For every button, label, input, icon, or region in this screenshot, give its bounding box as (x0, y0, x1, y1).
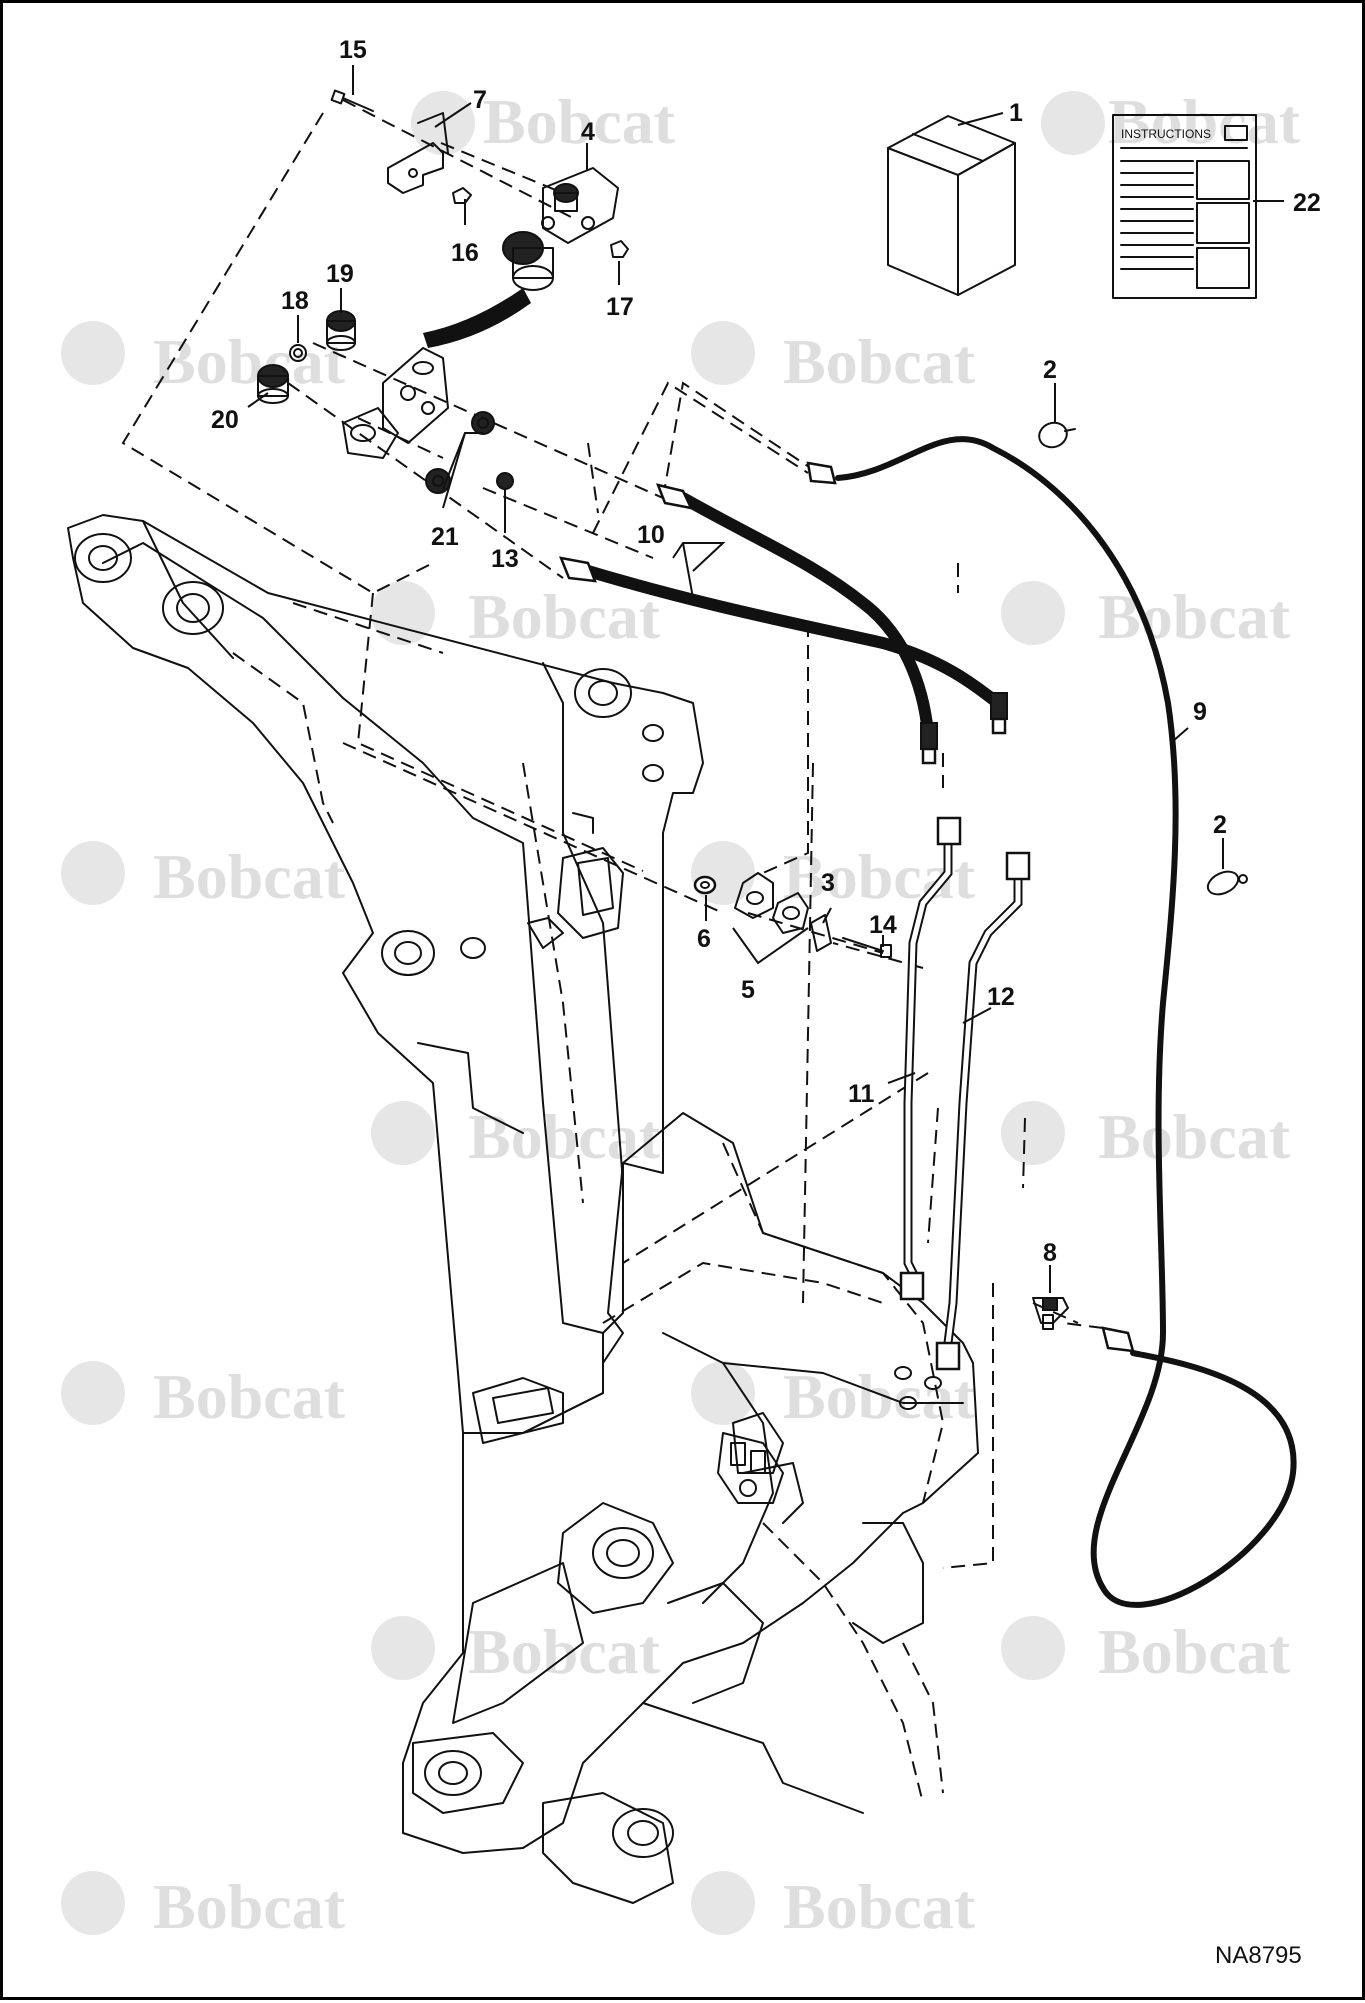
callout-5: 5 (741, 976, 755, 1004)
callout-20: 20 (211, 406, 239, 434)
instruction-sheet: INSTRUCTIONS (1112, 114, 1257, 299)
watermark: Bobcat (1001, 1101, 1291, 1172)
svg-text:Bobcat: Bobcat (468, 1101, 661, 1172)
watermark: Bobcat (61, 1871, 346, 1942)
hose-9 (806, 436, 1297, 1608)
nut-17 (610, 240, 629, 258)
svg-text:Bobcat: Bobcat (468, 581, 661, 652)
svg-text:Bobcat: Bobcat (783, 326, 976, 397)
callout-2-upper: 2 (1043, 356, 1057, 384)
callout-8: 8 (1043, 1239, 1057, 1267)
clamp-half-5b (772, 892, 809, 934)
kit-box (887, 115, 1016, 296)
watermark-layer: Bobcat Bobcat Bobcat Bobcat Bobcat Bobca… (61, 86, 1301, 1942)
svg-text:Bobcat: Bobcat (1098, 1616, 1291, 1687)
svg-text:Bobcat: Bobcat (783, 1871, 976, 1942)
svg-text:Bobcat: Bobcat (1108, 86, 1301, 157)
fitting-20 (257, 364, 289, 404)
svg-text:INSTRUCTIONS: INSTRUCTIONS (1121, 127, 1211, 141)
bolt-16 (452, 187, 472, 204)
parts-diagram: Bobcat Bobcat Bobcat Bobcat Bobcat Bobca… (61, 36, 1321, 1969)
boom-arm (67, 514, 704, 1434)
watermark: Bobcat (61, 321, 346, 397)
tee-fitting-8 (1032, 1297, 1069, 1330)
watermark: Bobcat (691, 1871, 976, 1942)
watermark: Bobcat (61, 1361, 346, 1432)
watermark: Bobcat (371, 581, 661, 652)
callout-10: 10 (637, 521, 665, 549)
bracket-7 (387, 112, 449, 194)
callouts: 1 2 2 3 4 5 6 7 8 9 10 11 12 13 14 15 16… (211, 36, 1321, 1267)
callout-21: 21 (431, 523, 459, 551)
callout-22: 22 (1293, 189, 1321, 217)
clamp-2-lower (1206, 870, 1248, 896)
lower-manifold (342, 347, 449, 459)
svg-text:Bobcat: Bobcat (153, 326, 346, 397)
callout-9: 9 (1193, 698, 1207, 726)
callout-13: 13 (491, 545, 519, 573)
callout-1: 1 (1009, 99, 1023, 127)
callout-11: 11 (848, 1080, 875, 1108)
svg-text:Bobcat: Bobcat (153, 841, 346, 912)
callout-7: 7 (473, 86, 487, 114)
explode-arrow (423, 288, 531, 348)
svg-text:Bobcat: Bobcat (153, 1871, 346, 1942)
figure-id: NA8795 (1215, 1942, 1302, 1969)
callout-6: 6 (697, 925, 711, 953)
callout-2-lower: 2 (1213, 811, 1227, 839)
callout-18: 18 (281, 287, 309, 315)
watermark: Bobcat (1001, 1616, 1291, 1687)
watermark: Bobcat (371, 1101, 661, 1172)
callout-14: 14 (869, 911, 897, 939)
callout-3: 3 (821, 869, 835, 897)
svg-text:Bobcat: Bobcat (153, 1361, 346, 1432)
svg-text:Bobcat: Bobcat (483, 86, 676, 157)
clamp-half-5a (734, 872, 774, 919)
svg-text:Bobcat: Bobcat (468, 1616, 661, 1687)
leader-lines (247, 65, 1284, 1293)
lower-frame (402, 1112, 979, 1904)
watermark: Bobcat (371, 1616, 661, 1687)
tube-12 (935, 851, 1031, 1371)
fitting-21a (471, 411, 495, 435)
fitting-13 (496, 472, 514, 490)
svg-text:Bobcat: Bobcat (1098, 581, 1291, 652)
watermark: Bobcat (691, 321, 976, 397)
svg-text:Bobcat: Bobcat (1098, 1101, 1291, 1172)
fitting-19 (326, 310, 356, 351)
plate-3 (810, 914, 832, 952)
watermark: Bobcat (411, 86, 676, 157)
bolt-15 (330, 89, 374, 112)
bolt-14 (842, 937, 892, 958)
callout-4: 4 (581, 118, 595, 146)
fitting-18 (289, 344, 307, 362)
callout-17: 17 (606, 293, 634, 321)
callout-19: 19 (326, 260, 354, 288)
hose-10a (655, 483, 938, 765)
clamp-2-upper (1038, 421, 1076, 449)
callout-15: 15 (339, 36, 367, 64)
spacer-6 (693, 875, 717, 895)
tube-11 (899, 816, 962, 1301)
swing-valve (717, 1432, 784, 1504)
hose-10b (558, 556, 1008, 735)
watermark: Bobcat (1041, 86, 1301, 157)
manifold-valve (502, 167, 619, 291)
callout-16: 16 (451, 239, 479, 267)
callout-12: 12 (987, 983, 1015, 1011)
explode-lines (121, 99, 1104, 1569)
watermark: Bobcat (61, 841, 346, 912)
